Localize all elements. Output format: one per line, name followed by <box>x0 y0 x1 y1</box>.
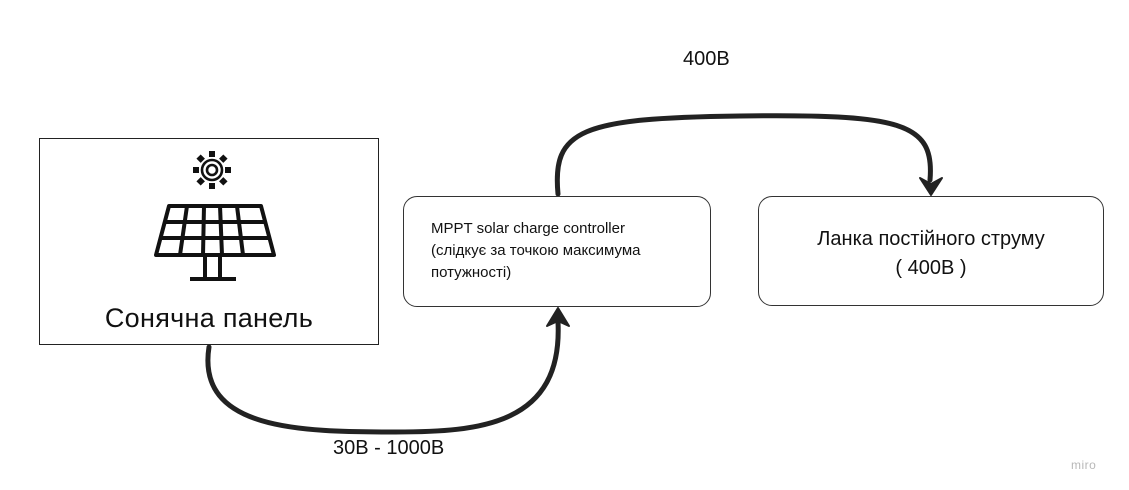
mppt-controller-node[interactable]: MPPT solar charge controller (слідкує за… <box>403 196 711 307</box>
sun-icon <box>193 151 231 189</box>
miro-watermark: miro <box>1071 458 1097 472</box>
solar-panel-label: Сонячна панель <box>104 303 314 333</box>
dc-link-label-line-2: ( 400В ) <box>895 257 967 279</box>
arrowhead-mppt <box>546 307 570 327</box>
arrowhead-dc <box>919 177 943 196</box>
edge-mppt-to-dc <box>554 113 933 197</box>
dc-link-node[interactable]: Ланка постійного струму ( 400В ) <box>758 196 1104 306</box>
mppt-label-line-2: (слідкує за точкою максимума <box>431 242 641 259</box>
dc-link-label-line-1: Ланка постійного струму <box>817 228 1045 250</box>
edge-label-solar-to-mppt: 30В - 1000В <box>333 437 445 459</box>
mppt-label-line-1: MPPT solar charge controller <box>431 220 625 237</box>
edge-solar-to-mppt <box>205 319 561 435</box>
solar-panel-icon <box>154 204 276 281</box>
solar-panel-graphic <box>154 151 276 281</box>
dc-link-label: Ланка постійного струму ( 400В ) <box>759 225 1103 283</box>
edge-label-mppt-to-dc: 400В <box>683 48 730 70</box>
mppt-label-line-3: потужності) <box>431 264 512 281</box>
solar-panel-node[interactable]: Сонячна панель <box>39 138 379 345</box>
mppt-label: MPPT solar charge controller (слідкує за… <box>431 218 641 284</box>
